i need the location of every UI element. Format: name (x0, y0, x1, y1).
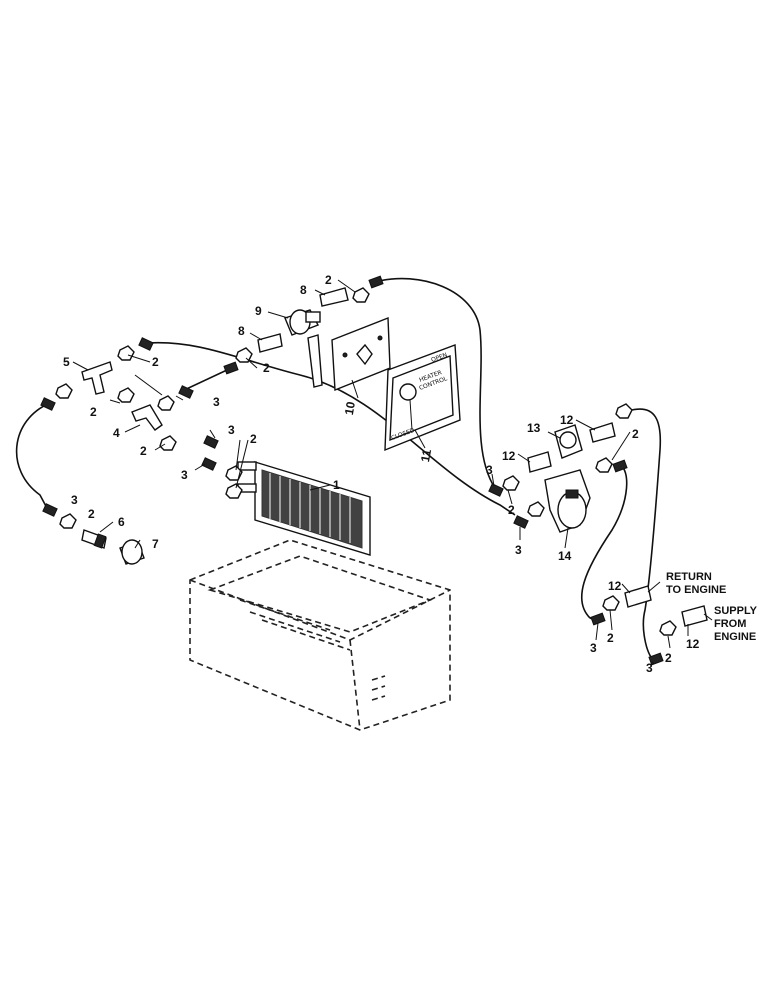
callout-1: 1 (333, 478, 340, 492)
callout-3: 3 (590, 641, 597, 655)
callout-11: 11 (418, 448, 434, 463)
callout-12: 12 (560, 413, 574, 427)
heater-box (189, 539, 451, 731)
callout-2: 2 (88, 507, 95, 521)
callout-2: 2 (250, 432, 257, 446)
callout-7: 7 (152, 537, 159, 551)
callout-8: 8 (300, 283, 307, 297)
callout-2: 2 (665, 651, 672, 665)
callout-9: 9 (255, 304, 262, 318)
callouts: 1 2 2 2 2 2 2 2 2 2 2 2 3 3 3 3 3 3 3 3 … (63, 273, 700, 675)
callout-2: 2 (90, 405, 97, 419)
supply-note-line1: SUPPLY (714, 605, 758, 617)
hose-fittings (55, 287, 677, 636)
callout-5: 5 (63, 355, 70, 369)
return-note-line2: TO ENGINE (666, 584, 726, 596)
heater-core (237, 461, 371, 556)
callout-12: 12 (502, 449, 516, 463)
callout-3: 3 (515, 543, 522, 557)
mounting-plate (331, 316, 391, 392)
callout-12: 12 (686, 637, 700, 651)
callout-6: 6 (118, 515, 125, 529)
hose-lines (15, 277, 662, 661)
callout-3: 3 (213, 395, 220, 409)
heater-control-panel: HEATER CONTROL OPEN CLOSED (384, 344, 461, 452)
callout-2: 2 (263, 361, 270, 375)
callout-3: 3 (646, 661, 653, 675)
supply-note-line2: FROM (714, 618, 746, 630)
callout-2: 2 (152, 355, 159, 369)
callout-13: 13 (527, 421, 541, 435)
control-valve (284, 309, 323, 388)
adapters (81, 287, 708, 627)
leader-lines (72, 279, 713, 665)
callout-2: 2 (508, 503, 515, 517)
callout-2: 2 (325, 273, 332, 287)
supply-note-line3: ENGINE (714, 631, 756, 643)
callout-2: 2 (140, 444, 147, 458)
callout-14: 14 (558, 549, 572, 563)
callout-3: 3 (71, 493, 78, 507)
callout-3: 3 (228, 423, 235, 437)
callout-4: 4 (113, 426, 120, 440)
callout-8: 8 (238, 324, 245, 338)
tee-fittings (81, 361, 163, 431)
callout-2: 2 (607, 631, 614, 645)
flow-notes: RETURN TO ENGINE SUPPLY FROM ENGINE (666, 571, 758, 643)
callout-12: 12 (608, 579, 622, 593)
callout-2: 2 (632, 427, 639, 441)
callout-10: 10 (342, 400, 358, 416)
callout-3: 3 (181, 468, 188, 482)
return-note-line1: RETURN (666, 571, 712, 583)
callout-3: 3 (486, 463, 493, 477)
